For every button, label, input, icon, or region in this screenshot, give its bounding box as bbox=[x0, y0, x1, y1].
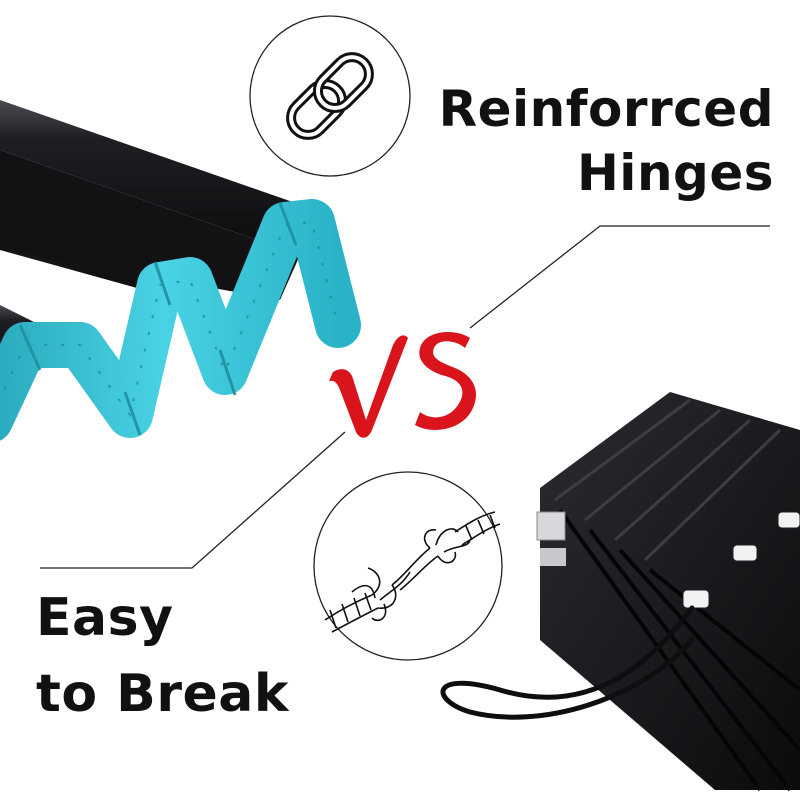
bottom-label-line2: to Break bbox=[36, 664, 289, 724]
hinge-band bbox=[0, 199, 361, 441]
top-label-line2: Hinges bbox=[576, 144, 774, 202]
elastic-cord bbox=[440, 605, 695, 720]
top-label-line1: Reinforrced bbox=[438, 80, 774, 138]
stacked-aluminum-product bbox=[440, 392, 800, 792]
aluminum-underside bbox=[0, 150, 300, 300]
folded-aluminum-product bbox=[0, 100, 361, 441]
aluminum-bar bbox=[0, 100, 330, 255]
chain-link-icon bbox=[249, 15, 411, 177]
bottom-label-line1: Easy bbox=[36, 588, 174, 648]
top-pointer-line bbox=[469, 225, 770, 329]
vs-mark bbox=[329, 332, 476, 438]
frayed-rope-icon bbox=[313, 471, 503, 661]
bottom-pointer-line bbox=[40, 431, 346, 569]
